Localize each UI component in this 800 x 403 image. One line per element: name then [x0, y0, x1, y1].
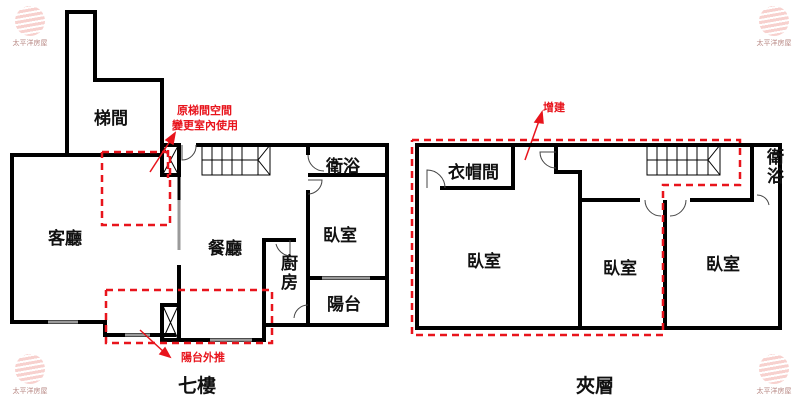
watermark-logo-bottom-right: 太平洋房屋 — [752, 354, 796, 400]
annotation-stair-change-2: 變更室內使用 — [172, 119, 238, 132]
room-bath-7f: 衛浴 — [326, 157, 360, 177]
watermark-text: 太平洋房屋 — [756, 39, 792, 47]
watermark-text: 太平洋房屋 — [12, 39, 48, 47]
watermark-text: 太平洋房屋 — [756, 387, 792, 395]
floor7-windows — [48, 200, 370, 342]
watermark-text: 太平洋房屋 — [12, 387, 48, 395]
mezzanine-title: 夾層 — [576, 375, 615, 397]
mezzanine-walls — [415, 143, 782, 330]
room-living: 客廳 — [48, 229, 82, 249]
mezzanine-stairs — [646, 144, 721, 176]
annotation-stair-change-1: 原梯間空間 — [177, 104, 232, 117]
room-closet: 衣帽間 — [448, 163, 499, 183]
room-balcony: 陽台 — [327, 295, 361, 315]
room-bath-mezz: 衛浴 — [763, 148, 783, 186]
floor7-title: 七樓 — [178, 375, 217, 397]
watermark-logo-top-right: 太平洋房屋 — [752, 6, 796, 52]
annotation-addition: 增建 — [543, 101, 565, 114]
watermark-logo-top-left: 太平洋房屋 — [8, 6, 52, 52]
room-bedroom-3: 臥室 — [706, 255, 740, 275]
room-kitchen: 廚房 — [277, 254, 297, 292]
mezzanine-doors — [426, 151, 770, 217]
room-bedroom-7f: 臥室 — [323, 226, 357, 246]
floor7-stairs — [162, 144, 271, 340]
floor7-doors — [181, 144, 325, 319]
mezzanine-red-annotations — [410, 138, 742, 337]
room-bedroom-1: 臥室 — [467, 252, 501, 272]
room-dining: 餐廳 — [208, 239, 242, 259]
room-stair: 梯間 — [94, 109, 128, 129]
annotation-balcony-push: 陽台外推 — [181, 351, 225, 364]
watermark-logo-bottom-left: 太平洋房屋 — [8, 354, 52, 400]
room-bedroom-2: 臥室 — [603, 259, 637, 279]
floor7-red-annotations — [100, 150, 274, 345]
